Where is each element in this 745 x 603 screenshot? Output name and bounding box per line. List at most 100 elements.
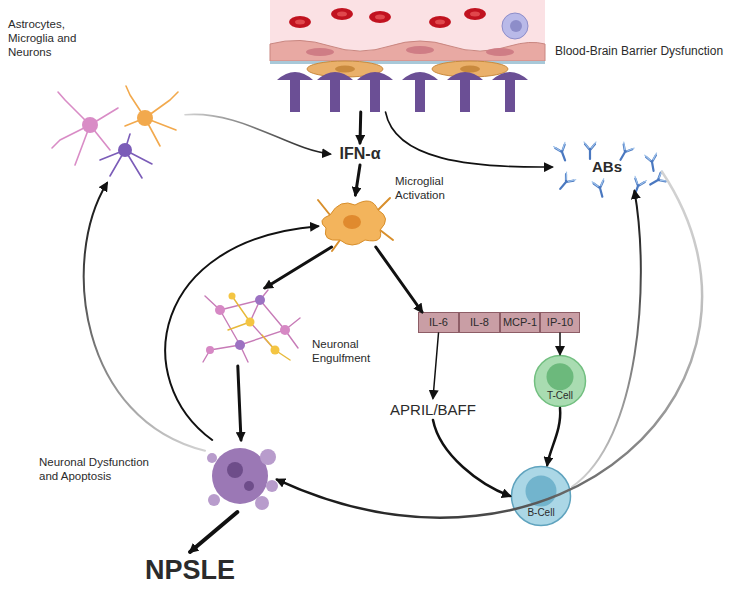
red-blood-cell <box>429 16 451 28</box>
node-label: APRIL/BAFF <box>390 398 476 420</box>
blood-vessel <box>486 48 514 56</box>
flow-arrow <box>376 247 422 312</box>
cytokine-box: IP-10 <box>540 312 580 333</box>
apoptotic-neuron <box>255 496 269 510</box>
microglia-cell <box>318 198 393 251</box>
antibodies <box>584 142 596 159</box>
blood-vessel <box>270 0 545 77</box>
node-label: MCP-1 <box>501 313 539 332</box>
node-label: Neuronal Engulfment <box>312 338 382 366</box>
astrocyte-endfeet <box>330 77 340 112</box>
node-label: IP-10 <box>541 313 579 332</box>
astrocyte-endfeet <box>505 77 515 112</box>
cytokine-box: MCP-1 <box>500 312 540 333</box>
node-label: Microglial Activation <box>395 175 467 203</box>
red-blood-cell <box>289 16 311 28</box>
red-blood-cell <box>337 12 347 17</box>
antibodies <box>554 142 668 198</box>
red-blood-cell <box>369 11 391 23</box>
node-label: ABs <box>574 158 640 176</box>
t-cell: T-Cell <box>533 354 587 408</box>
node-label: T-Cell <box>533 390 587 402</box>
flow-arrow <box>433 333 439 398</box>
glial-cells <box>137 110 153 126</box>
engulfment-network <box>206 346 214 354</box>
glial-cells <box>82 117 98 133</box>
antibodies <box>645 153 660 172</box>
flow-arrow <box>238 366 241 440</box>
flow-arrow <box>185 114 330 154</box>
node-label: NPSLE <box>138 552 242 588</box>
apoptotic-neuron <box>208 494 220 506</box>
glial-cells <box>100 134 152 178</box>
node-label: IL-8 <box>460 313 499 332</box>
antibodies <box>592 179 608 199</box>
engulfment-network <box>255 295 265 305</box>
red-blood-cell <box>502 13 528 39</box>
microglia-cell <box>322 201 386 245</box>
flow-arrow <box>190 512 237 552</box>
apoptotic-neuron <box>266 480 278 492</box>
apoptotic-neuron <box>212 448 268 504</box>
blood-vessel <box>306 48 334 56</box>
engulfment-network <box>235 340 245 350</box>
node-label: IL-6 <box>419 313 458 332</box>
red-blood-cell <box>464 8 486 20</box>
factor-label: APRIL/BAFF <box>390 398 476 420</box>
antibodies <box>647 171 668 190</box>
engulfment-network <box>271 346 280 355</box>
red-blood-cell <box>510 20 522 32</box>
flow-arrow <box>359 112 363 143</box>
engulfment-network <box>228 296 290 360</box>
blood-vessel <box>406 46 434 54</box>
flow-arrow <box>433 420 510 496</box>
blood-vessel <box>335 66 355 73</box>
engulfment-network <box>229 293 236 300</box>
apoptotic-neuron <box>207 453 217 463</box>
blood-vessel <box>270 61 545 64</box>
astrocyte-endfeet <box>290 77 300 112</box>
flow-arrow <box>265 247 332 288</box>
glial-cells <box>118 143 132 157</box>
barrier-node: Blood-Brain Barrier Dysfunction <box>270 0 545 112</box>
b-cell: B-Cell <box>510 465 572 527</box>
microglia-cell <box>343 215 361 229</box>
apoptosis-node: Neuronal Dysfunction and Apoptosis <box>205 440 277 512</box>
cytokine-box: IL-8 <box>459 312 500 333</box>
flow-arrow <box>84 183 205 451</box>
red-blood-cell <box>295 20 305 25</box>
antibody-node: ABs <box>552 143 662 191</box>
engulfment-node: Neuronal Engulfment <box>200 288 308 366</box>
antibodies <box>554 142 571 162</box>
node-label: Blood-Brain Barrier Dysfunction <box>555 44 725 58</box>
node-label: B-Cell <box>510 507 572 519</box>
red-blood-cell <box>375 15 385 20</box>
astrocyte-endfeet <box>277 72 528 112</box>
red-blood-cell <box>435 20 445 25</box>
engulfment-network <box>246 318 255 327</box>
apoptotic-neuron <box>244 481 254 491</box>
engulfment-network <box>280 325 290 335</box>
apoptotic-neuron <box>260 449 276 465</box>
antibodies <box>556 172 576 193</box>
node-label: Astrocytes, Microglia and Neurons <box>8 18 96 59</box>
red-blood-cell <box>289 8 528 39</box>
cytokine-box: IL-6 <box>418 312 459 333</box>
glial-cells <box>52 92 118 165</box>
flow-arrow <box>572 191 641 487</box>
flow-arrow <box>547 408 560 465</box>
node-label: Neuronal Dysfunction and Apoptosis <box>39 456 157 484</box>
cell-nucleus <box>547 363 574 390</box>
blood-vessel <box>270 40 545 61</box>
red-blood-cell <box>331 8 353 20</box>
flow-arrow <box>355 165 360 195</box>
glial-cells <box>125 86 178 146</box>
node-label: IFN-α <box>330 143 390 165</box>
cytokine-label: IFN-α <box>330 143 390 165</box>
microglia-node: Microglial Activation <box>318 195 386 247</box>
glia-node: Astrocytes, Microglia and Neurons <box>55 78 185 183</box>
cell-nucleus <box>526 476 557 507</box>
astrocyte-endfeet <box>370 77 380 112</box>
